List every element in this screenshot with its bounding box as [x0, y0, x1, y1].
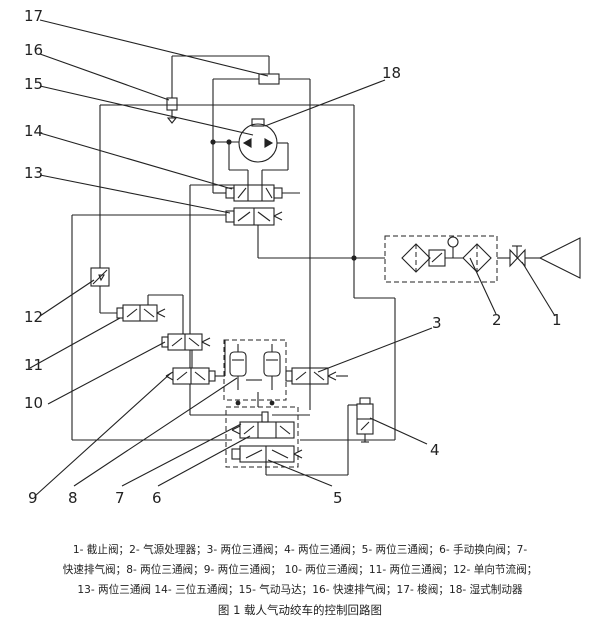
callout-4: 4: [430, 441, 440, 459]
shuttle-valve-17: [171, 55, 311, 410]
three-way-valve-10: [161, 333, 211, 368]
callout-numbers: 17 16 15 14 13 12 11 10 9 8 7 6 18 3 4 5…: [24, 7, 562, 507]
three-way-valve-4: [348, 397, 374, 443]
routing-lines: [224, 340, 395, 441]
manual-valve-6: [190, 406, 310, 468]
air-motor-15: [210, 118, 289, 185]
shutoff-valve-1: [509, 237, 581, 279]
callout-6: 6: [152, 489, 162, 507]
three-way-valve-9: [165, 367, 225, 385]
callout-14: 14: [24, 122, 43, 140]
callout-10: 10: [24, 394, 43, 412]
callout-8: 8: [68, 489, 78, 507]
legend-line-3: 13- 两位三通阀 14- 三位五通阀；15- 气动马达；16- 快速排气阀；1…: [77, 584, 523, 596]
callout-12: 12: [24, 308, 43, 326]
callout-7: 7: [115, 489, 125, 507]
air-treatment-unit-2: [384, 235, 498, 283]
callout-16: 16: [24, 41, 43, 59]
quick-exhaust-group-7-8: [223, 339, 287, 406]
supply-line: [110, 104, 540, 440]
callout-11: 11: [24, 356, 43, 374]
figure-caption: 图 1 载人气动绞车的控制回路图: [217, 603, 383, 617]
callout-9: 9: [28, 489, 38, 507]
throttle-valve-12: [90, 104, 117, 314]
three-way-valve-13: [71, 207, 283, 441]
callout-1: 1: [552, 311, 562, 329]
callout-17: 17: [24, 7, 43, 25]
callout-15: 15: [24, 75, 43, 93]
callout-18: 18: [382, 64, 401, 82]
three-way-valve-3: [285, 367, 337, 385]
legend-line-2: 快速排气阀；8- 两位三通阀；9- 两位三通阀； 10- 两位三通阀；11- 两…: [62, 564, 538, 576]
pneumatic-circuit-diagram: 17 16 15 14 13 12 11 10 9 8 7 6 18 3 4 5…: [24, 7, 581, 507]
callout-13: 13: [24, 164, 43, 182]
three-way-valve-11: [116, 294, 184, 335]
callout-5: 5: [333, 489, 343, 507]
figure-legend: 1- 截止阀；2- 气源处理器；3- 两位三通阀；4- 两位三通阀；5- 两位三…: [0, 540, 600, 620]
callout-leaders: [29, 19, 556, 497]
quick-exhaust-valve-16: [166, 97, 178, 124]
legend-line-1: 1- 截止阀；2- 气源处理器；3- 两位三通阀；4- 两位三通阀；5- 两位三…: [72, 544, 528, 556]
callout-3: 3: [432, 314, 442, 332]
callout-2: 2: [492, 311, 502, 329]
